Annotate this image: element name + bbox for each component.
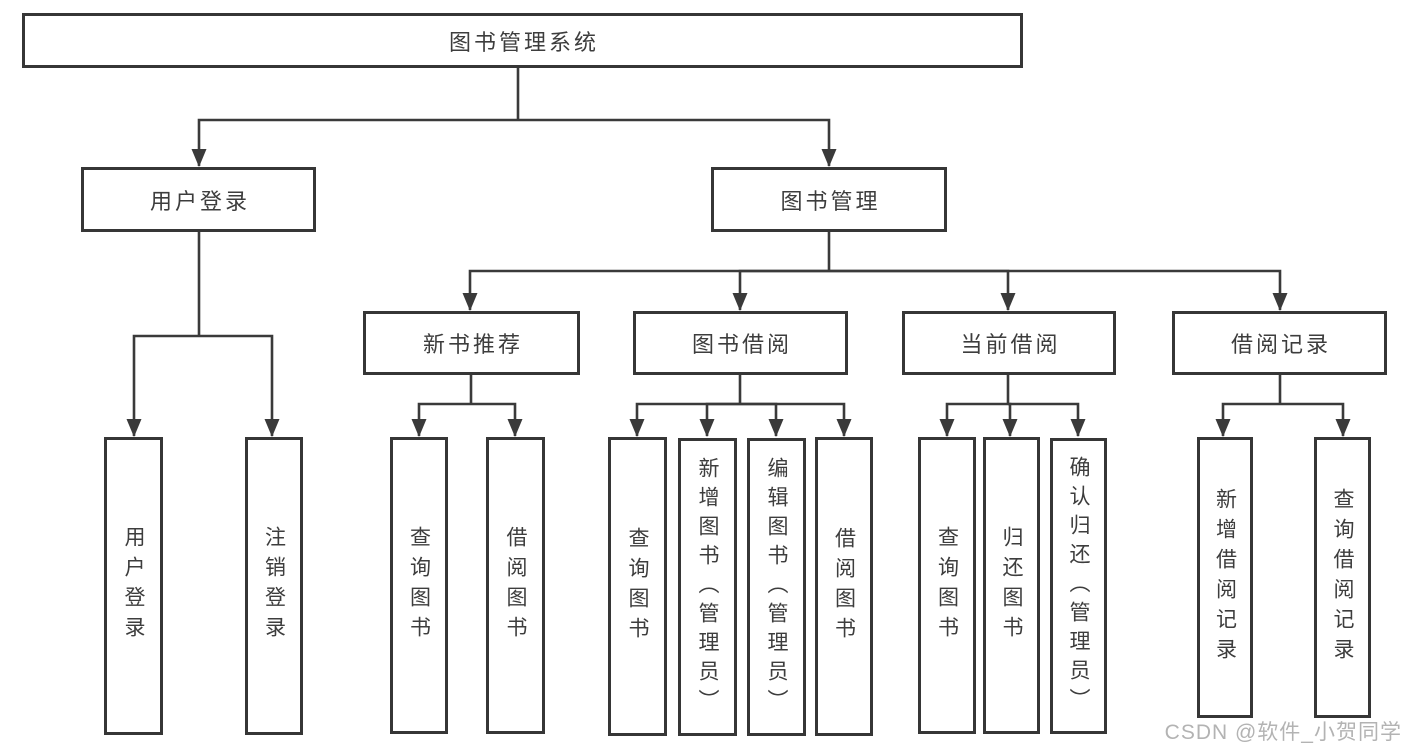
leaf-logout-label: 注销登录: [262, 526, 286, 646]
node-new-book-recommend: 新书推荐: [363, 311, 580, 375]
leaf-borrow-books-label: 借阅图书: [832, 526, 856, 647]
node-borrow-records-label: 借阅记录: [1230, 332, 1331, 357]
node-root-label: 图书管理系统: [448, 29, 599, 55]
leaf-borrow-query-books: 查询图书: [608, 437, 667, 736]
leaf-recommend-query-books: 查询图书: [390, 437, 448, 734]
leaf-return-books: 归还图书: [983, 437, 1040, 734]
leaf-query-borrow-record: 查询借阅记录: [1314, 437, 1371, 718]
csdn-watermark: CSDN @软件_小贺同学: [1164, 721, 1402, 744]
leaf-add-book-admin-label: 新增图书（管理员）: [696, 456, 719, 718]
leaf-recommend-borrow-books-label: 借阅图书: [504, 525, 527, 646]
node-borrow-records: 借阅记录: [1172, 311, 1387, 375]
leaf-borrow-books: 借阅图书: [815, 437, 873, 736]
node-user-login: 用户登录: [81, 167, 316, 232]
leaf-add-book-admin: 新增图书（管理员）: [678, 438, 737, 736]
node-book-borrow: 图书借阅: [633, 311, 848, 375]
leaf-query-borrow-record-label: 查询借阅记录: [1331, 487, 1354, 668]
node-user-login-label: 用户登录: [149, 188, 250, 214]
node-book-borrow-label: 图书借阅: [691, 332, 792, 357]
leaf-user-login-label: 用户登录: [122, 526, 145, 646]
node-book-management: 图书管理: [711, 167, 947, 232]
leaf-return-books-label: 归还图书: [1000, 525, 1023, 646]
node-book-management-label: 图书管理: [780, 188, 881, 214]
leaf-borrow-query-books-label: 查询图书: [626, 526, 649, 647]
leaf-add-borrow-record: 新增借阅记录: [1197, 437, 1253, 718]
leaf-recommend-query-books-label: 查询图书: [407, 525, 431, 646]
leaf-recommend-borrow-books: 借阅图书: [486, 437, 545, 734]
leaf-add-borrow-record-label: 新增借阅记录: [1213, 487, 1237, 668]
node-root: 图书管理系统: [22, 13, 1023, 68]
leaf-current-query-books-label: 查询图书: [935, 525, 959, 646]
node-current-borrow-label: 当前借阅: [960, 332, 1061, 357]
leaf-user-login: 用户登录: [104, 437, 163, 735]
leaf-edit-book-admin: 编辑图书（管理员）: [747, 438, 806, 736]
leaf-current-query-books: 查询图书: [918, 437, 976, 734]
node-new-book-recommend-label: 新书推荐: [422, 332, 523, 357]
leaf-edit-book-admin-label: 编辑图书（管理员）: [765, 456, 788, 718]
leaf-confirm-return-admin: 确认归还（管理员）: [1050, 438, 1107, 734]
leaf-logout: 注销登录: [245, 437, 303, 735]
node-current-borrow: 当前借阅: [902, 311, 1116, 375]
leaf-confirm-return-admin-label: 确认归还（管理员）: [1067, 455, 1090, 717]
